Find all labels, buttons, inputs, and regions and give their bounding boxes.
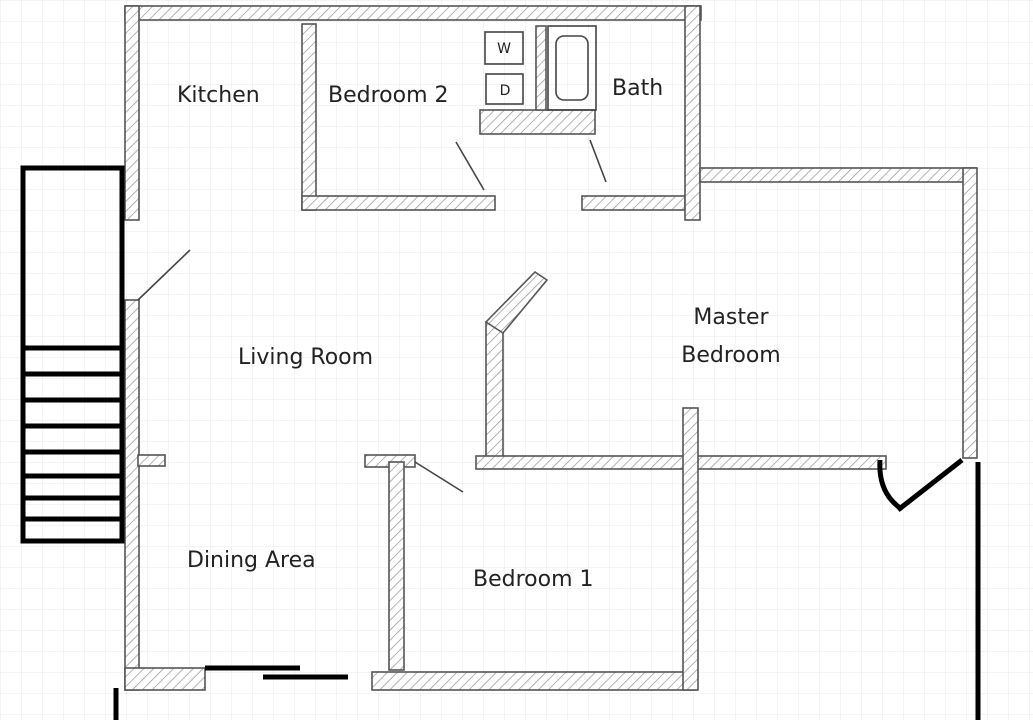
svg-text:W: W xyxy=(497,41,511,57)
svg-text:D: D xyxy=(500,83,511,99)
room-label-bedroom-1: Bedroom 1 xyxy=(473,567,594,592)
stairs xyxy=(20,165,125,544)
walls xyxy=(124,5,978,691)
bathtub-basin xyxy=(555,35,589,101)
room-label-master-1: Master xyxy=(693,305,769,330)
dryer: D xyxy=(485,73,524,105)
bathtub xyxy=(547,25,597,111)
room-label-bath: Bath xyxy=(612,76,663,101)
washer: W xyxy=(484,31,524,65)
room-label-bedroom-2: Bedroom 2 xyxy=(328,83,449,108)
exterior-lines xyxy=(113,458,981,720)
room-label-dining-area: Dining Area xyxy=(187,548,316,573)
room-label-master-2: Bedroom xyxy=(681,343,781,368)
room-label-living-room: Living Room xyxy=(238,345,373,370)
room-label-kitchen: Kitchen xyxy=(177,83,260,108)
closet-wall xyxy=(535,25,547,111)
doors xyxy=(137,139,607,493)
